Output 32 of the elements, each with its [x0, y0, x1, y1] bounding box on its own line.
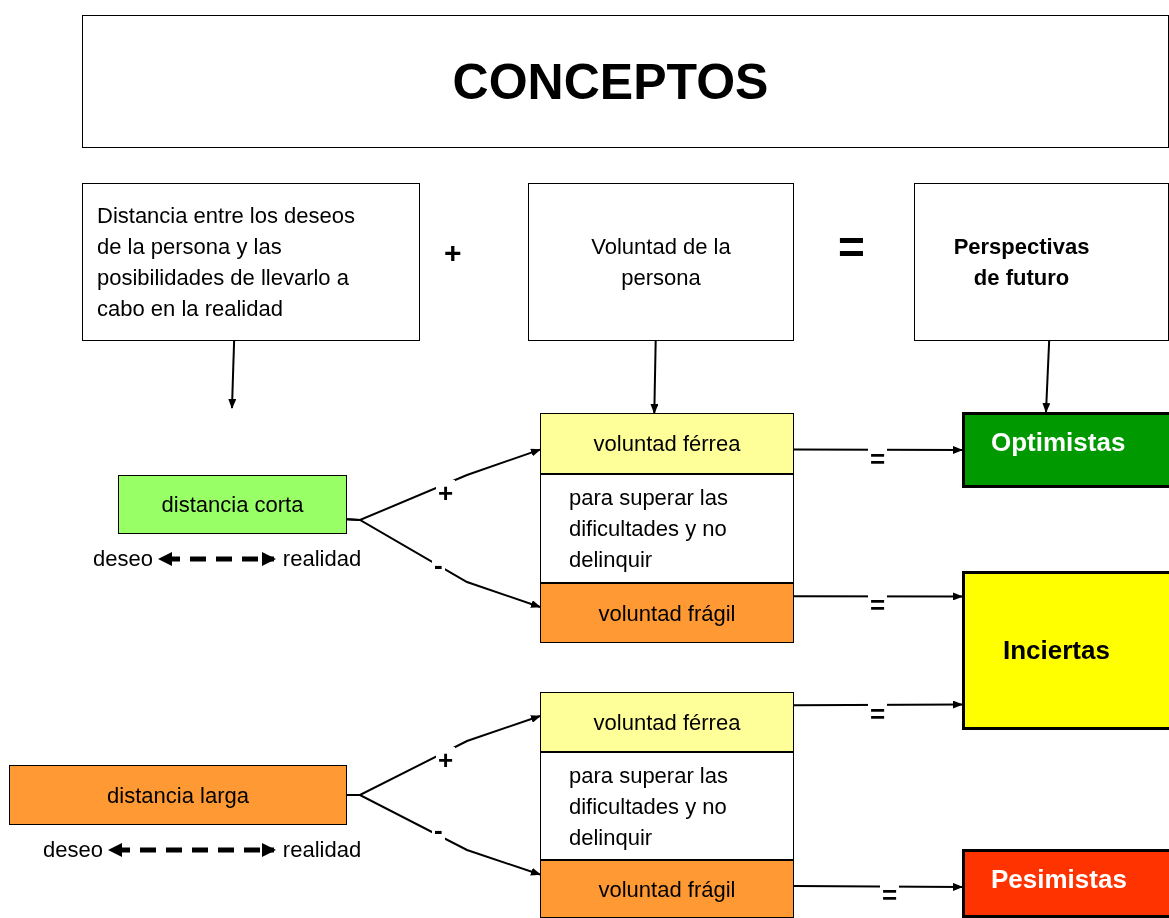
- dashed-double-arrow: [158, 552, 276, 566]
- dashed-double-arrow: [108, 843, 276, 857]
- arrow: [228, 340, 237, 409]
- concept-box: distancia larga: [9, 765, 347, 825]
- concept-box: voluntad férrea: [540, 413, 794, 474]
- concept-box: Distancia entre los deseos de la persona y las posibilidades de llevarlo a cabo en la realidad: [82, 183, 420, 341]
- operator-sign: =: [838, 220, 865, 274]
- text-label: realidad: [274, 543, 370, 575]
- concept-box: voluntad férrea: [540, 692, 794, 752]
- arrow: [346, 794, 541, 876]
- result-box: Inciertas: [962, 571, 1169, 730]
- concept-box: Perspectivas de futuro: [914, 183, 1169, 341]
- arrow: [793, 882, 963, 891]
- concept-box: voluntad frágil: [540, 583, 794, 643]
- concept-box: distancia corta: [118, 475, 347, 534]
- text-label: deseo: [36, 834, 110, 866]
- concept-box: para superar las dificultades y no delinquir: [540, 474, 794, 583]
- concept-box: Voluntad de la persona: [528, 183, 794, 341]
- concept-box: para superar las dificultades y no delinquir: [540, 752, 794, 860]
- title: CONCEPTOS: [82, 15, 1169, 148]
- arrow: [793, 592, 963, 601]
- result-box: Pesimistas: [962, 849, 1169, 918]
- arrow: [793, 700, 963, 709]
- arrow: [793, 446, 963, 454]
- operator-sign: +: [444, 236, 462, 270]
- arrow: [1042, 340, 1051, 413]
- result-box: Optimistas: [962, 412, 1169, 488]
- arrow: [650, 340, 659, 414]
- concept-box: voluntad frágil: [540, 860, 794, 918]
- text-label: deseo: [86, 543, 160, 575]
- text-label: realidad: [274, 834, 370, 866]
- arrow: [346, 518, 541, 608]
